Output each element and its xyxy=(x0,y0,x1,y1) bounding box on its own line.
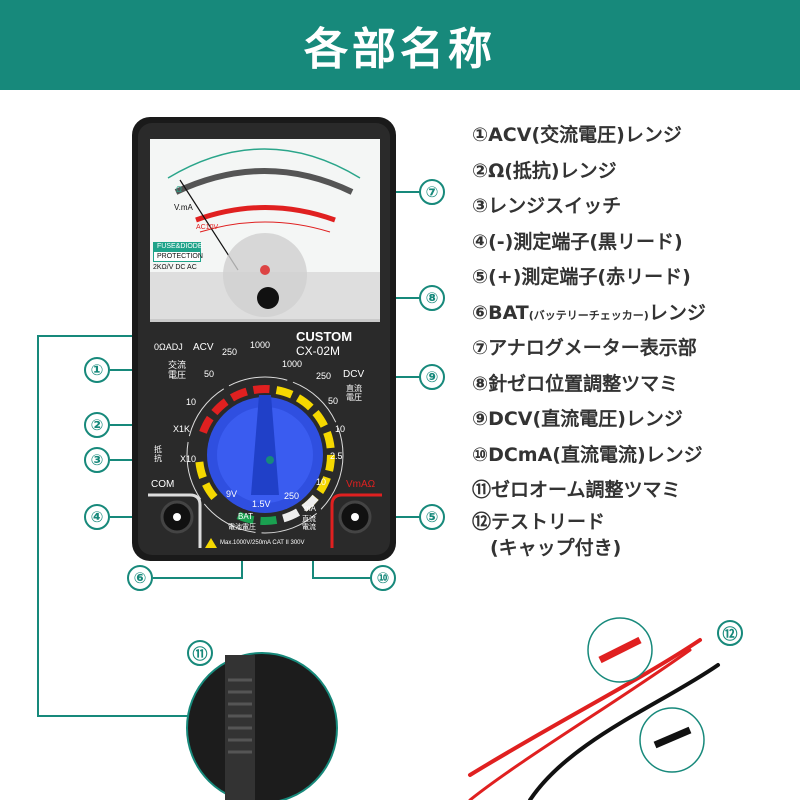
range-dcv-250: 250 xyxy=(316,371,332,381)
text: BAT xyxy=(488,301,529,324)
list-item: ⑦アナログメーター表示部 xyxy=(472,331,706,367)
range-x1k: X1K xyxy=(173,424,191,434)
callout-5: ⑤ xyxy=(419,504,445,530)
vma-label: VmAΩ xyxy=(346,479,376,490)
com-label: COM xyxy=(151,479,175,490)
text: (+)測定端子(赤リード) xyxy=(488,266,691,288)
list-item: (キャップ付き) xyxy=(472,535,706,561)
range-ma-jp: 直流電流 xyxy=(302,516,316,531)
text: ⑤ xyxy=(472,266,489,288)
text: テストリード xyxy=(491,510,606,533)
list-item: ⑤(+)測定端子(赤リード) xyxy=(472,260,706,296)
range-dcv-1000: 1000 xyxy=(282,359,303,369)
text: ⑩ xyxy=(472,443,489,466)
text: (-)測定端子(黒リード) xyxy=(488,230,683,253)
callout-12: ⑫ xyxy=(717,620,743,646)
callout-2: ② xyxy=(84,412,110,438)
zero-ohm-knob-inset xyxy=(186,652,338,800)
callout-8: ⑧ xyxy=(419,285,445,311)
callout-6: ⑥ xyxy=(127,565,153,591)
zero-position-screw xyxy=(257,287,279,309)
list-item: ⑩DCmA(直流電流)レンジ xyxy=(472,438,706,474)
text: ④ xyxy=(472,230,489,253)
list-item: ⑨DCV(直流電圧)レンジ xyxy=(472,402,706,438)
text: (バッテリーチェッカー) xyxy=(528,308,649,322)
range-acv-10: 10 xyxy=(186,397,197,407)
text: ⑦ xyxy=(472,337,489,359)
page-title: 各部名称 xyxy=(304,24,496,75)
range-bat-jp: 電池電圧 xyxy=(228,524,256,531)
range-dcv-2-5: 2.5 xyxy=(330,451,343,461)
dcv-jp-label: 直流電圧 xyxy=(346,384,362,402)
text: 針ゼロ位置調整ツマミ xyxy=(488,372,679,395)
range-ma-10: 10 xyxy=(316,477,327,487)
text: ② xyxy=(472,159,489,182)
text: ③ xyxy=(472,195,489,217)
text: ⑫ xyxy=(472,510,492,533)
text: ⑪ xyxy=(472,479,492,501)
range-bat-9v: 9V xyxy=(226,489,238,499)
range-ma-250: 250 xyxy=(284,491,300,501)
callout-7: ⑦ xyxy=(419,179,445,205)
range-bat: BAT xyxy=(238,512,253,521)
list-item: ③レンジスイッチ xyxy=(472,189,706,225)
protection-label-2: PROTECTION xyxy=(157,253,203,260)
range-acv-250: 250 xyxy=(222,347,238,357)
protection-label: FUSE&DIODE xyxy=(157,243,203,250)
scale-vma: V.mA xyxy=(174,203,193,212)
acv-label: ACV xyxy=(193,342,214,353)
acv-jp-label: 交流電圧 xyxy=(168,360,187,380)
list-item: ⑫テストリード xyxy=(472,509,706,535)
range-acv-50: 50 xyxy=(204,369,215,379)
header: 各部名称 xyxy=(0,0,800,90)
list-item: ⑧針ゼロ位置調整ツマミ xyxy=(472,367,706,403)
range-dcv-50: 50 xyxy=(328,396,339,406)
text: ACV(交流電圧)レンジ xyxy=(488,124,682,146)
dcv-label: DCV xyxy=(343,369,365,380)
range-x10: X10 xyxy=(180,454,197,464)
range-ma: mA xyxy=(304,504,316,513)
callout-10: ⑩ xyxy=(370,565,396,591)
model-label: CX-02M xyxy=(296,344,341,358)
range-dcv-10: 10 xyxy=(335,424,346,434)
text: アナログメーター表示部 xyxy=(488,337,697,359)
callout-9: ⑨ xyxy=(419,364,445,390)
list-item: ②Ω(抵抗)レンジ xyxy=(472,154,706,190)
text: DCV(直流電圧)レンジ xyxy=(488,408,683,430)
range-bat-1-5v: 1.5V xyxy=(252,499,271,509)
test-leads xyxy=(468,638,720,800)
text: レンジ xyxy=(648,301,706,324)
scale-acv: AC10V xyxy=(196,224,219,231)
list-item: ⑪ゼロオーム調整ツマミ xyxy=(472,473,706,509)
text: ⑧ xyxy=(472,372,489,395)
callout-4: ④ xyxy=(84,504,110,530)
callout-11: ⑪ xyxy=(187,640,213,666)
callout-3: ③ xyxy=(84,447,110,473)
text: Ω(抵抗)レンジ xyxy=(488,159,617,182)
sensitivity-label: 2KΩ/V DC AC xyxy=(153,264,197,271)
text: ⑨ xyxy=(472,408,489,430)
zero-ohm-adj-label: 0ΩADJ xyxy=(154,342,183,352)
text: (キャップ付き) xyxy=(490,536,622,559)
text: ゼロオーム調整ツマミ xyxy=(491,479,681,501)
text: ① xyxy=(472,124,489,146)
brand-label: CUSTOM xyxy=(296,329,353,344)
callout-1: ① xyxy=(84,357,110,383)
scale-ohm: Ω xyxy=(176,185,182,194)
warning-label: Max.1000V/250mA CAT II 300V xyxy=(220,540,305,546)
text: DCmA(直流電流)レンジ xyxy=(488,443,703,466)
text: レンジスイッチ xyxy=(488,195,622,217)
list-item: ⑥BAT(バッテリーチェッカー)レンジ xyxy=(472,296,706,332)
ohm-jp-label: 抵抗 xyxy=(154,445,162,463)
list-item: ④(-)測定端子(黒リード) xyxy=(472,225,706,261)
range-acv-1000: 1000 xyxy=(250,340,271,350)
parts-list: ①ACV(交流電圧)レンジ ②Ω(抵抗)レンジ ③レンジスイッチ ④(-)測定端… xyxy=(472,118,706,561)
list-item: ①ACV(交流電圧)レンジ xyxy=(472,118,706,154)
text: ⑥ xyxy=(472,301,489,324)
